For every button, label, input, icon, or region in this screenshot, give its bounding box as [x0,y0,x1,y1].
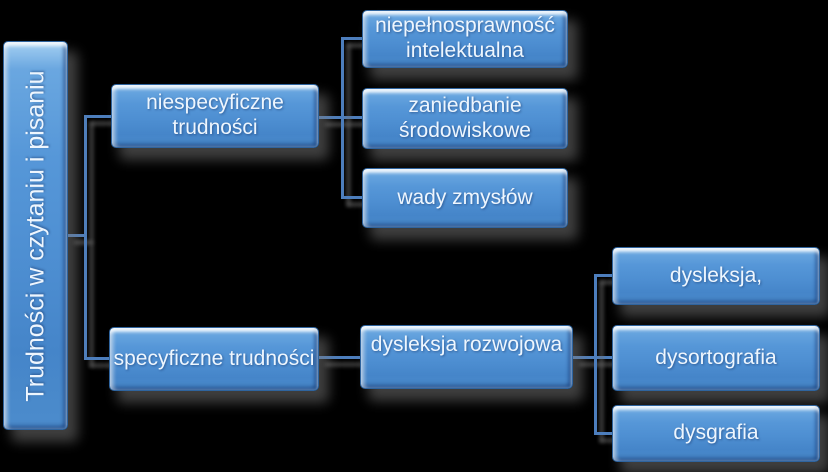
connector-to-intellectual [341,37,362,40]
node-dysorthography-label: dysortografia [655,345,777,369]
connector-to-dysgraphia [594,432,612,435]
connector-developmental-stub [573,356,612,359]
connector-root-to-nonspecific [84,115,111,118]
node-sensory-defects: wady zmysłów [362,168,568,228]
node-intellectual-label: niepełnosprawność intelektualna [375,14,555,62]
node-nonspecific-label: niespecyficzne trudności [146,91,284,139]
node-dysorthography: dysortografia [612,325,820,391]
node-dysgraphia: dysgrafia [612,405,820,462]
connector-nonspecific-stub [319,116,362,119]
node-specific-label: specyficzne trudności [113,346,315,370]
connector-specific-to-developmental [319,356,360,359]
node-root-label: Trudności w czytaniu i pisaniu [20,69,49,402]
node-sensory-label: wady zmysłów [397,185,533,209]
node-developmental-label: dysleksja rozwojowa [370,333,563,356]
node-dyslexia: dysleksja, [612,247,820,305]
connector-to-dyslexia [594,274,612,277]
connector-nonspecific-vertical [341,37,344,199]
connector-developmental-vertical [594,274,597,435]
node-environmental-label: zaniedbanie środowiskowe [399,93,531,142]
connector-root-to-specific [84,357,109,360]
node-dysgraphia-label: dysgrafia [673,421,759,445]
node-dyslexia-label: dysleksja, [669,263,763,287]
node-nonspecific-difficulties: niespecyficzne trudności [111,84,319,148]
node-developmental-dyslexia: dysleksja rozwojowa [360,325,573,389]
node-root: Trudności w czytaniu i pisaniu [3,41,68,430]
connector-root-vertical [84,115,87,360]
node-environmental-neglect: zaniedbanie środowiskowe [362,88,568,149]
connector-to-sensory [341,196,362,199]
node-intellectual-disability: niepełnosprawność intelektualna [362,10,568,68]
connector-root-stub [68,234,87,237]
node-specific-difficulties: specyficzne trudności [109,327,319,391]
